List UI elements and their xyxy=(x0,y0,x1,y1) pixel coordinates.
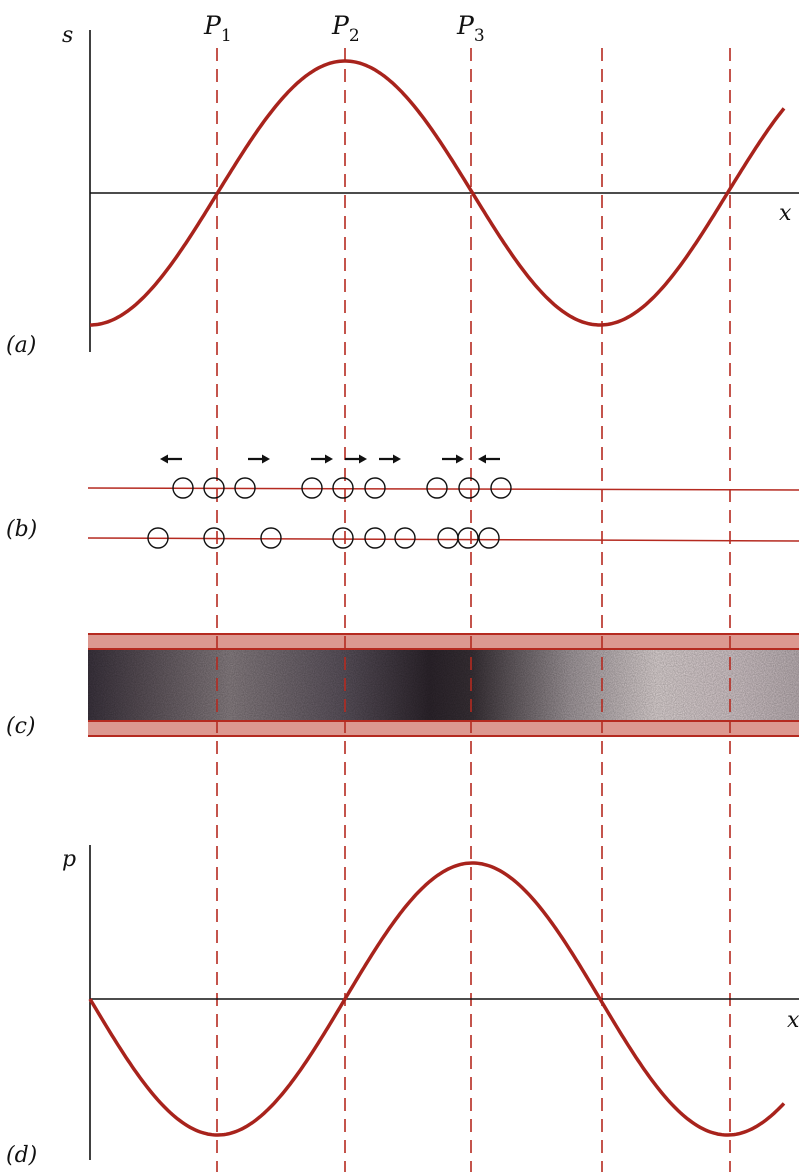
arrow-right-4 xyxy=(345,454,367,464)
x-axis-top-label: x xyxy=(779,201,792,226)
particle-row1-6 xyxy=(364,477,386,499)
particle-row2-1 xyxy=(147,527,169,549)
particle-row1-1 xyxy=(172,477,194,499)
particle-row2-6 xyxy=(394,527,416,549)
particle-line-bottom xyxy=(87,537,799,542)
arrow-right-6 xyxy=(442,454,464,464)
particles xyxy=(147,477,512,549)
particle-row2-2 xyxy=(203,527,225,549)
displacement-arrows xyxy=(160,454,500,464)
particle-row1-9 xyxy=(490,477,512,499)
pressure-curve xyxy=(88,861,786,1137)
p-axis-label: p xyxy=(62,847,76,872)
arrow-left-7 xyxy=(478,454,500,464)
tube-grain xyxy=(88,650,799,720)
particle-row1-8 xyxy=(458,477,480,499)
panel-a: s x (a) xyxy=(6,23,799,358)
particle-row1-3 xyxy=(234,477,256,499)
arrow-right-3 xyxy=(311,454,333,464)
panel-b-label: (b) xyxy=(6,517,37,542)
panel-d: p x (d) xyxy=(6,845,799,1168)
panel-c-label: (c) xyxy=(6,714,36,739)
marker-p1: P1 xyxy=(203,11,232,46)
particle-row2-9 xyxy=(478,527,500,549)
marker-p3: P3 xyxy=(456,11,485,46)
arrow-left-1 xyxy=(160,454,182,464)
particle-row1-2 xyxy=(203,477,225,499)
particle-row2-4 xyxy=(332,527,354,549)
marker-p2: P2 xyxy=(331,11,360,46)
particle-row2-8 xyxy=(457,527,479,549)
particle-row1-4 xyxy=(301,477,323,499)
dashed-reference-lines xyxy=(216,48,731,1172)
panel-d-label: (d) xyxy=(6,1143,37,1168)
panel-a-label: (a) xyxy=(6,333,36,358)
s-axis-label: s xyxy=(62,23,73,48)
particle-row1-7 xyxy=(426,477,448,499)
x-axis-bottom-label: x xyxy=(787,1008,799,1033)
tube-band-bottom xyxy=(88,720,799,737)
arrow-right-5 xyxy=(379,454,401,464)
panel-b: (b) xyxy=(6,454,799,549)
arrow-right-2 xyxy=(248,454,270,464)
displacement-curve xyxy=(90,59,786,327)
particle-row2-7 xyxy=(437,527,459,549)
tube-band-top xyxy=(88,633,799,650)
particle-row2-3 xyxy=(260,527,282,549)
particle-line-top xyxy=(87,487,799,491)
tube-panel xyxy=(88,633,799,737)
p-markers: P1 P2 P3 xyxy=(203,11,485,46)
particle-row1-5 xyxy=(332,477,354,499)
particle-row2-5 xyxy=(364,527,386,549)
